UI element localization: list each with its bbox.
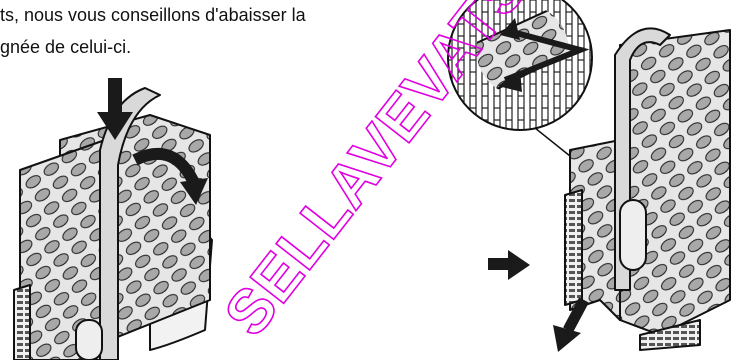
right-basket-icon: [564, 27, 731, 351]
arrow-icon: [553, 297, 589, 352]
arrow-icon: [132, 147, 208, 205]
instruction-line-1: ts, nous vous conseillons d'abaisser la: [0, 5, 306, 25]
instruction-line-2: gnée de celui-ci.: [0, 37, 132, 57]
arrow-icon: [97, 78, 133, 140]
left-basket-icon: [13, 87, 213, 360]
magnifier-detail-icon: [447, 0, 595, 161]
arrow-icon: [488, 250, 530, 280]
